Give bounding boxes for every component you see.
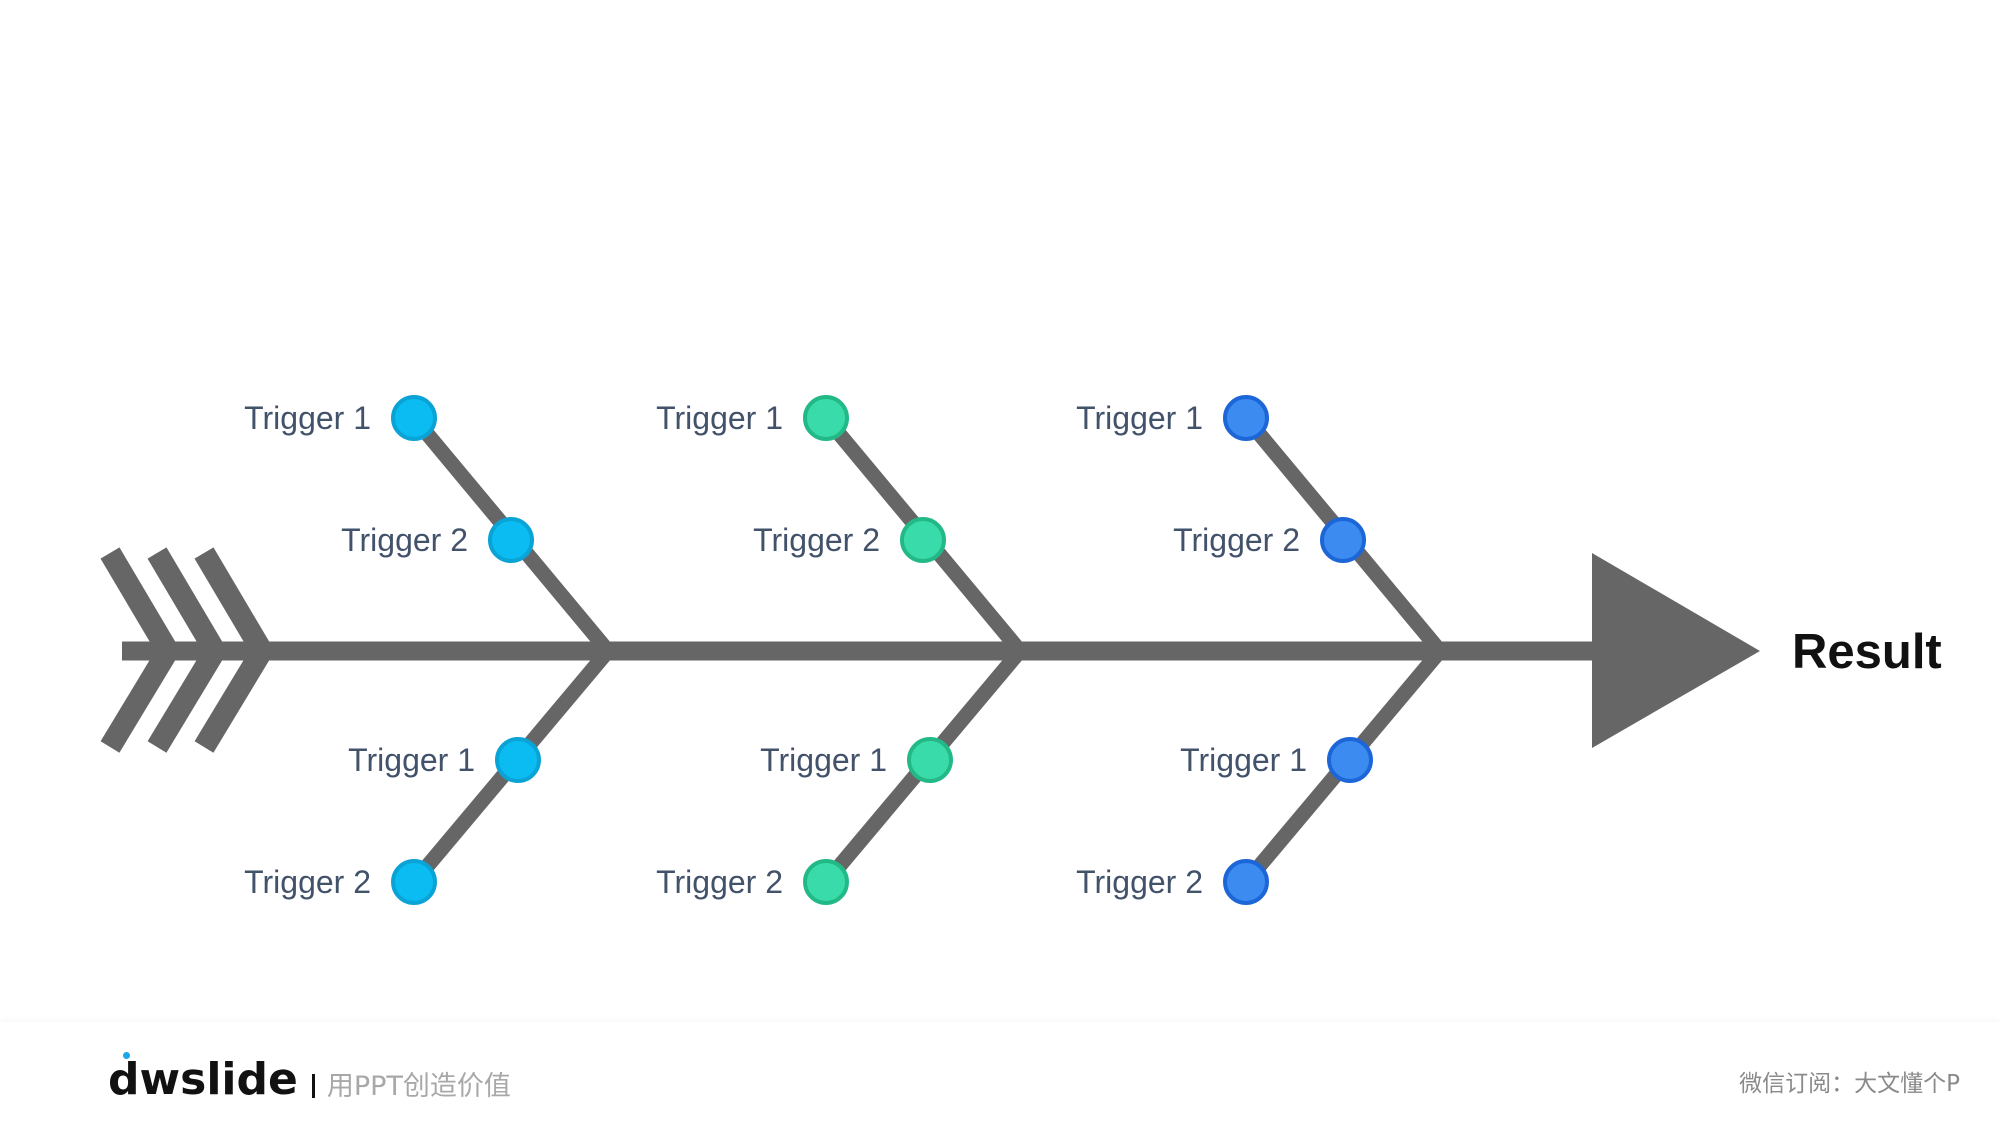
group-1-top-label-1: Trigger 1 xyxy=(244,400,371,436)
brand-name: dwslide xyxy=(108,1054,298,1105)
group-2-bottom-label-1: Trigger 1 xyxy=(760,742,887,778)
group-1-top-node-2 xyxy=(488,517,534,563)
group-3-bottom-node-2 xyxy=(1223,859,1269,905)
group-1-bottom-label-2: Trigger 2 xyxy=(244,864,371,900)
group-3-bottom-label-1: Trigger 1 xyxy=(1180,742,1307,778)
group-3-top-node-2 xyxy=(1320,517,1366,563)
group-3-top-label-2: Trigger 2 xyxy=(1173,522,1300,558)
arrow-head xyxy=(1592,553,1760,748)
result-label: Result xyxy=(1792,625,1942,679)
brand-tagline: 用PPT创造价值 xyxy=(326,1071,511,1102)
footer xyxy=(0,1022,2000,1125)
group-1-bottom-node-2 xyxy=(391,859,437,905)
group-1-top-node-1 xyxy=(391,395,437,441)
group-2-top-label-2: Trigger 2 xyxy=(753,522,880,558)
group-2-bottom-label-2: Trigger 2 xyxy=(656,864,783,900)
group-3-bottom-node-1 xyxy=(1327,737,1373,783)
group-3-bottom-label-2: Trigger 2 xyxy=(1076,864,1203,900)
group-1-bottom-label-1: Trigger 1 xyxy=(348,742,475,778)
brand-logo-area: dwslide 用PPT创造价值 xyxy=(108,1052,511,1102)
group-2-top-node-1 xyxy=(803,395,849,441)
group-1-bottom-node-1 xyxy=(495,737,541,783)
group-2-bottom-node-2 xyxy=(803,859,849,905)
brand-dot-icon xyxy=(123,1052,130,1059)
group-2-top-label-1: Trigger 1 xyxy=(656,400,783,436)
group-2-top-node-2 xyxy=(900,517,946,563)
brand-logo: dwslide xyxy=(108,1052,298,1102)
group-2-bottom-node-1 xyxy=(907,737,953,783)
wechat-subscription: 微信订阅：大文懂个P xyxy=(1739,1071,1960,1097)
group-1-top-label-2: Trigger 2 xyxy=(341,522,468,558)
group-3-top-label-1: Trigger 1 xyxy=(1076,400,1203,436)
brand-separator xyxy=(311,1074,315,1098)
group-3-top-node-1 xyxy=(1223,395,1269,441)
